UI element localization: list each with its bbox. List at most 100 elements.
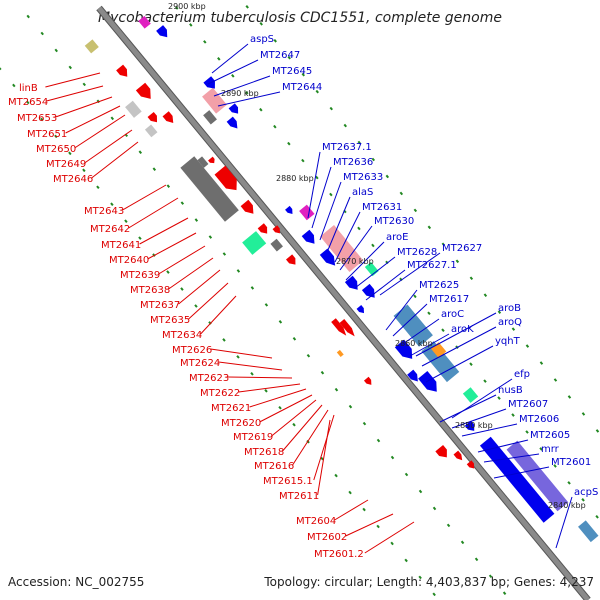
gene-block-shape: [336, 349, 344, 358]
ring-tick: [553, 464, 557, 468]
ring-tick: [315, 175, 319, 180]
gene-arrow-shape: [407, 369, 418, 382]
leader-line: [213, 75, 271, 97]
gene-arrow: [240, 199, 254, 214]
leader-line: [128, 197, 179, 229]
gene-block: [336, 349, 344, 358]
gene-label-left: MT2615.1: [263, 476, 313, 487]
leader-line: [379, 252, 441, 296]
scale-label: 2850 kbp: [455, 421, 493, 430]
ring-tick: [152, 167, 157, 171]
gene-label-right: MT2617: [429, 294, 469, 305]
gene-label-right: MT2607: [508, 399, 548, 410]
ring-tick: [502, 591, 507, 596]
ring-tick: [273, 38, 277, 43]
gene-arrow-shape: [331, 318, 347, 336]
ring-tick: [595, 429, 600, 433]
ring-tick: [418, 575, 422, 580]
gene-arrow: [453, 450, 463, 461]
ring-tick: [320, 370, 325, 375]
gene-label-left: MT2654: [8, 97, 48, 108]
gene-label-right: aroB: [498, 303, 521, 314]
gene-label-right: MT2633: [343, 172, 383, 183]
gene-arrow-shape: [344, 275, 358, 290]
leader-line: [211, 43, 249, 74]
leader-line: [65, 105, 121, 134]
leader-line: [345, 513, 394, 537]
gene-arrow: [361, 283, 375, 298]
gene-arrow: [162, 111, 174, 124]
ring-tick: [166, 184, 171, 188]
gene-label-right: MT2628: [397, 247, 437, 258]
ring-tick: [432, 506, 437, 511]
gene-label-right: alaS: [352, 187, 373, 198]
ring-tick: [362, 421, 367, 426]
gene-block-shape: [393, 304, 433, 347]
gene-arrow-shape: [356, 305, 364, 314]
gene-block: [84, 39, 99, 54]
gene-arrow: [339, 319, 355, 337]
ring-tick: [469, 276, 474, 281]
gene-block-shape: [578, 520, 599, 543]
gene-arrow-shape: [203, 76, 215, 89]
gene-label-left: MT2651: [27, 129, 67, 140]
leader-line: [249, 388, 307, 408]
leader-line: [425, 345, 494, 383]
gene-label-right: aroC: [441, 309, 464, 320]
leader-line: [292, 409, 329, 466]
gene-arrow-shape: [147, 111, 158, 123]
gene-label-right: MT2605: [530, 430, 570, 441]
ring-tick: [315, 89, 319, 94]
gene-block-shape: [202, 87, 227, 114]
ring-tick: [217, 57, 221, 61]
ring-tick: [348, 404, 353, 409]
gene-arrow: [356, 305, 364, 314]
gene-label-right: acpS: [574, 487, 598, 498]
gene-label-left: MT2642: [90, 224, 130, 235]
ring-tick: [320, 456, 324, 461]
gene-block: [270, 238, 283, 252]
ring-tick: [259, 107, 263, 112]
leader-line: [147, 232, 197, 260]
leader-line: [74, 114, 126, 149]
gene-label-left: MT2653: [17, 113, 57, 124]
gene-label-left: MT2622: [200, 388, 240, 399]
ring-tick: [166, 270, 170, 274]
ring-tick: [334, 473, 338, 478]
leader-line: [327, 196, 351, 251]
gene-label-right: nusB: [498, 385, 523, 396]
leader-line: [339, 225, 373, 271]
ring-tick: [404, 558, 408, 563]
gene-label-right: aroE: [386, 232, 408, 243]
ring-tick: [404, 472, 409, 477]
leader-line: [477, 439, 529, 453]
gene-block: [299, 204, 315, 221]
gene-arrow: [147, 111, 158, 123]
ring-tick: [511, 413, 515, 417]
gene-arrow-shape: [257, 223, 268, 234]
ring-tick: [567, 481, 571, 485]
ring-tick: [441, 242, 446, 247]
ring-tick: [175, 6, 179, 10]
leader-line: [415, 312, 497, 357]
ring-tick: [250, 286, 255, 290]
leader-line: [364, 521, 415, 554]
gene-block: [506, 440, 569, 512]
gene-block-shape: [180, 156, 239, 222]
gene-label-left: MT2619: [233, 432, 273, 443]
leader-line: [345, 241, 385, 281]
gene-block: [479, 436, 555, 523]
ring-tick: [54, 48, 58, 53]
gene-arrow: [344, 275, 358, 290]
leader-line: [188, 282, 229, 320]
gene-arrow-shape: [319, 248, 336, 266]
ring-tick: [264, 303, 269, 307]
ring-tick: [250, 372, 254, 376]
gene-label-left: MT2637: [140, 300, 180, 311]
gene-label-right: MT2644: [282, 82, 322, 93]
gene-arrow-shape: [285, 254, 296, 265]
gene-arrow: [363, 376, 372, 385]
ring-tick: [26, 100, 30, 105]
ring-tick: [376, 438, 381, 443]
